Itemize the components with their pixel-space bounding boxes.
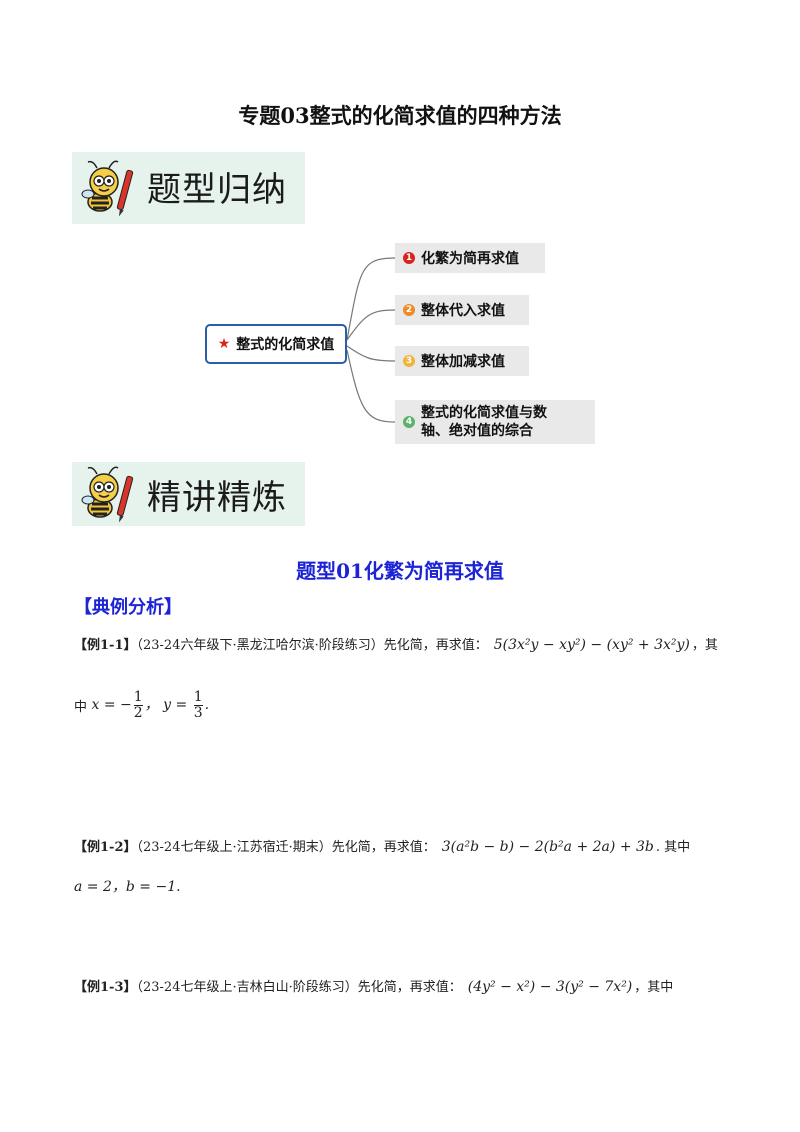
example-source: （23-24七年级上·江苏宿迁·期末）先化简，再求值： <box>136 840 436 855</box>
mindmap-node-3: 3 整体加减求值 <box>395 346 529 376</box>
example-1-3: 【例1-3】（23-24七年级上·吉林白山·阶段练习）先化简，再求值： (4y² … <box>74 976 673 995</box>
mindmap-node-2: 2 整体代入求值 <box>395 295 529 325</box>
bee-mascot-icon <box>81 160 134 217</box>
star-icon: ★ <box>217 336 231 352</box>
number-badge-icon: 2 <box>403 304 415 316</box>
number-badge-icon: 4 <box>403 416 415 428</box>
example-source: （23-24六年级下·黑龙江哈尔滨·阶段练习）先化简，再求值： <box>136 638 488 653</box>
example-source: （23-24七年级上·吉林白山·阶段练习）先化简，再求值： <box>136 980 462 995</box>
example-prefix: 中 <box>74 699 88 715</box>
example-tag: 【例1-2】 <box>74 840 137 855</box>
number-badge-icon: 1 <box>403 252 415 264</box>
number-badge-icon: 3 <box>403 355 415 367</box>
example-tail: ，其中 <box>634 980 674 995</box>
example-1-1: 【例1-1】（23-24六年级下·黑龙江哈尔滨·阶段练习）先化简，再求值： 5(3… <box>74 634 718 653</box>
example-expression: 5(3x²y − xy²) − (xy² + 3x²y) <box>493 637 690 653</box>
example-tail: ，其 <box>691 638 718 653</box>
banner-label: 题型归纳 <box>147 170 287 210</box>
example-tail: . 其中 <box>655 840 691 855</box>
example-expression: (4y² − x²) − 3(y² − 7x²) <box>467 979 633 995</box>
page-title: 专题03整式的化简求值的四种方法 <box>238 103 562 128</box>
example-tag: 【例1-1】 <box>74 638 137 653</box>
section-banner-summary: 题型归纳 <box>72 152 305 224</box>
example-tag: 【例1-3】 <box>74 980 137 995</box>
mindmap-root-label: 整式的化简求值 <box>236 337 335 353</box>
example-1-2: 【例1-2】（23-24七年级上·江苏宿迁·期末）先化简，再求值： 3(a²b −… <box>74 836 690 855</box>
bee-mascot-icon <box>81 466 134 523</box>
mindmap-root: ★ 整式的化简求值 <box>205 324 347 364</box>
mindmap-node-label: 整体代入求值 <box>421 303 505 319</box>
mindmap-node-label: 整体加减求值 <box>421 354 505 370</box>
section-heading: 题型01化繁为简再求值 <box>296 559 504 583</box>
mindmap-node-label-line1: 整式的化简求值与数 <box>421 405 547 421</box>
mindmap-connectors <box>346 257 396 423</box>
example-expression: 3(a²b − b) − 2(b²a + 2a) + 3b <box>441 839 654 855</box>
mindmap-node-1: 1 化繁为简再求值 <box>395 243 545 273</box>
section-banner-practice: 精讲精炼 <box>72 462 305 526</box>
subheading: 【典例分析】 <box>74 597 182 618</box>
mindmap-node-label: 化繁为简再求值 <box>421 251 519 267</box>
mindmap-node-4: 4 整式的化简求值与数 轴、绝对值的综合 <box>395 400 595 444</box>
mindmap-node-label-line2: 轴、绝对值的综合 <box>421 423 533 439</box>
example-values: a = 2，b = −1. <box>74 879 181 895</box>
banner-label: 精讲精炼 <box>147 478 287 518</box>
